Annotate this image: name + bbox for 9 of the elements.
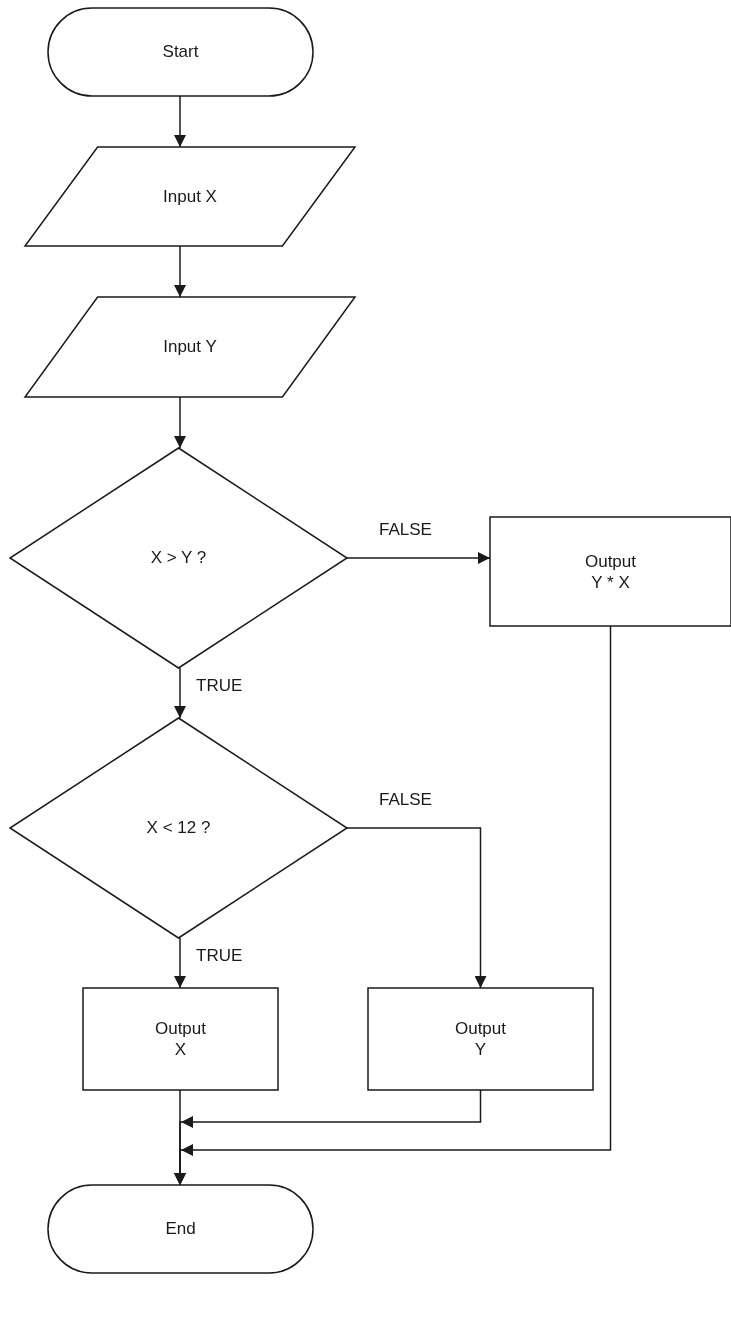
- node-text: X < 12 ?: [145, 817, 212, 839]
- node-text: Output Y * X: [583, 550, 637, 593]
- node-text: Input X: [162, 185, 218, 208]
- node-text: Input Y: [162, 336, 218, 358]
- node-text: Start: [161, 41, 200, 63]
- node-text: Output X: [153, 1017, 207, 1061]
- node-text: Output Y: [453, 1017, 507, 1061]
- node-text: End: [164, 1218, 197, 1240]
- node-text: X > Y ?: [149, 547, 208, 569]
